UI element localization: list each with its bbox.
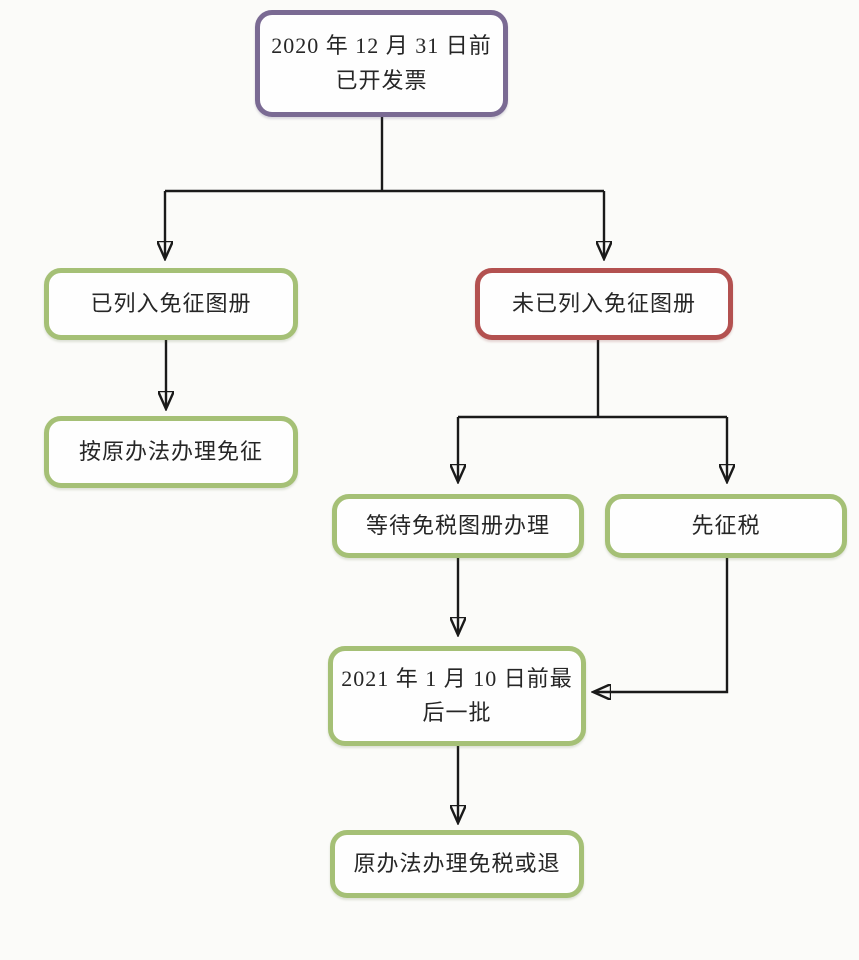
node-not-listed-in-exemption-catalog: 未已列入免征图册 [475, 268, 733, 340]
node-label-line1: 2020 年 12 月 31 日前 [271, 33, 492, 59]
node-label-line1: 2021 年 1 月 10 日前最 [341, 665, 573, 691]
node-original-method-exempt-or-refund: 原办法办理免税或退 [330, 830, 584, 898]
node-label-line2: 后一批 [422, 700, 492, 725]
node-invoiced-before-2020-12-31: 2020 年 12 月 31 日前 已开发票 [255, 10, 508, 117]
node-tax-first: 先征税 [605, 494, 847, 558]
node-label-line2: 已开发票 [335, 67, 428, 93]
node-label: 先征税 [691, 512, 761, 538]
arrow-taxfirst-to-deadline [594, 558, 729, 692]
node-label: 未已列入免征图册 [511, 290, 696, 316]
node-last-batch-before-2021-01-10: 2021 年 1 月 10 日前最 后一批 [328, 646, 586, 746]
node-wait-exemption-catalog: 等待免税图册办理 [332, 494, 584, 558]
node-handle-exemption-original-method: 按原办法办理免征 [44, 416, 298, 488]
node-label: 已列入免征图册 [90, 290, 252, 316]
node-listed-in-exemption-catalog: 已列入免征图册 [44, 268, 298, 340]
node-label: 等待免税图册办理 [365, 512, 550, 538]
node-label: 原办法办理免税或退 [353, 850, 561, 876]
node-label: 按原办法办理免征 [78, 438, 263, 464]
